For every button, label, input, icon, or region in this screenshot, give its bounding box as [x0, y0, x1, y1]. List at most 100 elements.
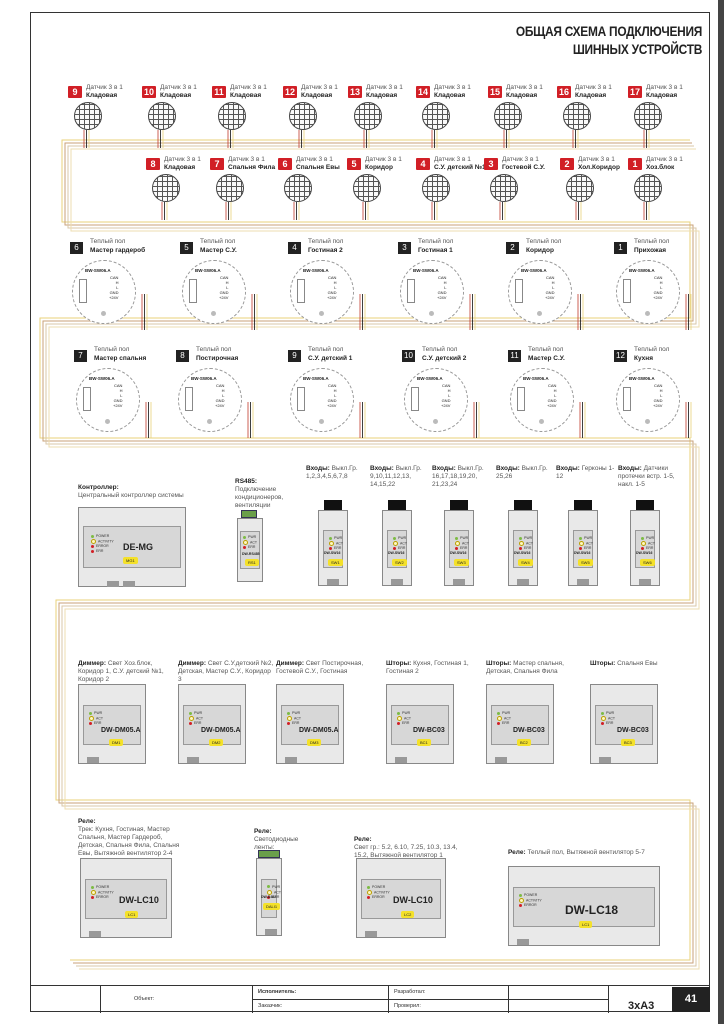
terminal-connector — [285, 757, 297, 763]
device-tag: SW3 — [454, 559, 469, 566]
sensor-number-badge: 1 — [628, 158, 642, 170]
sensor-room: Гостевой С.У. — [502, 164, 545, 171]
floor-room: Постирочная — [196, 355, 239, 362]
device-tag: SW4 — [518, 559, 533, 566]
terminal-connector — [517, 579, 529, 585]
sensor-room: Кладовая — [366, 92, 398, 99]
device-model: DW-SW16 — [636, 551, 653, 555]
sensor-number-badge: 12 — [283, 86, 297, 98]
sensor-globe-icon — [494, 102, 522, 130]
sensor-type: Датчик 3 в 1 — [434, 84, 471, 91]
rs485-connector — [241, 510, 257, 518]
device-model: DW-LC18 — [565, 903, 619, 917]
sensor-type: Датчик 3 в 1 — [164, 156, 201, 163]
module-cap — [514, 500, 532, 510]
sensor-room: С.У. детский №1 — [434, 164, 486, 171]
terminal-block — [189, 279, 197, 303]
device-model: DW-DM05.A — [101, 727, 141, 734]
floor-number-badge: 5 — [180, 242, 193, 254]
floor-room: Мастер С.У. — [528, 355, 565, 362]
sensor-globe-icon — [284, 174, 312, 202]
terminal-block — [79, 279, 87, 303]
controller-de-mg[interactable]: POWER ACTIVITY ERROR ERR DE-MG MG1 — [78, 507, 186, 587]
floor-type: Теплый пол — [422, 346, 458, 353]
module-cap — [388, 500, 406, 510]
terminal-block — [623, 279, 631, 303]
inputs-label: Входы: Датчики протечки встр. 1-5, накл.… — [618, 465, 675, 488]
rs485-module[interactable]: PWR ACT ERR DW-RS485 RS1 — [237, 518, 263, 582]
sheet-title: ОБЩАЯ СХЕМА ПОДКЛЮЧЕНИЯ ШИННЫХ УСТРОЙСТВ — [516, 22, 702, 58]
sensor-room: Коридор — [365, 164, 393, 171]
module-cap — [636, 500, 654, 510]
sensor-globe-icon — [218, 102, 246, 130]
terminal-connector — [327, 579, 339, 585]
device-tag: LC2 — [401, 911, 415, 918]
sensor-globe-icon — [563, 102, 591, 130]
floor-number-badge: 2 — [506, 242, 519, 254]
terminal-connector — [453, 579, 465, 585]
terminal-connector — [89, 931, 101, 937]
sensor-dot — [645, 419, 650, 424]
footer-developed: Разработал: — [394, 989, 426, 995]
sensor-number-badge: 13 — [348, 86, 362, 98]
sensor-globe-icon — [422, 102, 450, 130]
controller-tag: MG1 — [123, 557, 138, 564]
inputs-label: Входы: Выкл.Гр. 9,10,11,12,13, 14,15,22 — [370, 465, 422, 488]
terminal-block — [623, 387, 631, 411]
terminal-block — [407, 279, 415, 303]
floor-number-badge: 4 — [288, 242, 301, 254]
thermostat-model: BW-SW06.A — [629, 268, 655, 273]
floor-type: Теплый пол — [196, 346, 232, 353]
device-model: DW-DM05.A — [201, 727, 241, 734]
terminal-block — [83, 387, 91, 411]
terminal-block — [411, 387, 419, 411]
